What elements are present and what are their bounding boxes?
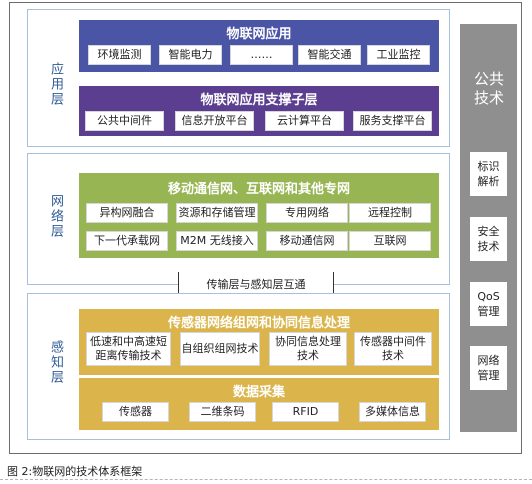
common-tech-column: 公共技术 标识解析 安全技术 QoS管理 网络管理	[460, 24, 517, 432]
sensor-net-item: 传感器中间件技术	[354, 332, 432, 366]
perception-layer-label: 感知层	[48, 340, 63, 385]
common-tech-item: 安全技术	[470, 217, 507, 261]
common-tech-item: 标识解析	[470, 152, 507, 196]
network-item: M2M 无线接入	[176, 231, 258, 251]
network-item: 资源和存储管理	[176, 203, 258, 223]
app-support-band-title: 物联网应用支撑子层	[200, 93, 318, 108]
app-item: 工业监控	[367, 45, 430, 65]
app-support-item: 信息开放平台	[175, 111, 254, 131]
sensor-net-band-title: 传感器网络组网和协同信息处理	[167, 316, 350, 331]
app-item: 智能电力	[159, 45, 222, 65]
sensor-net-item: 自组织组网技术	[180, 332, 260, 366]
app-item: 智能交通	[298, 45, 361, 65]
data-item: 传感器	[102, 402, 169, 422]
app-item: ……	[230, 45, 293, 65]
data-collection-band: 数据采集 传感器 二维条码 RFID 多媒体信息	[79, 378, 439, 430]
network-item: 远程控制	[349, 203, 431, 223]
network-item: 专用网络	[266, 203, 348, 223]
app-support-item: 云计算平台	[265, 111, 344, 131]
network-item: 移动通信网	[266, 231, 348, 251]
data-item: 二维条码	[189, 402, 256, 422]
sensor-net-item: 低速和中高速短距离传输技术	[86, 332, 171, 366]
common-tech-item: QoS管理	[470, 282, 507, 326]
common-tech-title: 公共技术	[474, 70, 505, 107]
sensor-net-band: 传感器网络组网和协同信息处理 低速和中高速短距离传输技术 自组织组网技术 协同信…	[79, 309, 439, 375]
app-support-band: 物联网应用支撑子层 公共中间件 信息开放平台 云计算平台 服务支撑平台	[79, 86, 439, 136]
network-item: 下一代承载网	[86, 231, 168, 251]
caption-underline	[0, 479, 532, 480]
app-band-title: 物联网应用	[226, 27, 292, 42]
network-item: 互联网	[349, 231, 431, 251]
interconnect-label: 传输层与感知层互通	[206, 278, 306, 291]
data-item: RFID	[272, 402, 339, 422]
network-item: 异构网融合	[86, 203, 168, 223]
figure-caption: 图 2:物联网的技术体系框架	[7, 465, 143, 478]
common-tech-item: 网络管理	[470, 346, 507, 390]
network-band-title: 移动通信网、互联网和其他专网	[167, 182, 350, 197]
app-item: 环境监测	[88, 45, 151, 65]
network-band: 移动通信网、互联网和其他专网 异构网融合 资源和存储管理 专用网络 远程控制 下…	[79, 173, 439, 258]
data-collection-band-title: 数据采集	[232, 385, 285, 400]
data-item: 多媒体信息	[359, 402, 426, 422]
app-support-item: 公共中间件	[85, 111, 164, 131]
app-support-item: 服务支撑平台	[353, 111, 432, 131]
network-layer-label: 网络层	[48, 194, 63, 239]
application-layer-label: 应用层	[48, 62, 63, 107]
sensor-net-item: 协同信息处理技术	[269, 332, 347, 366]
app-band: 物联网应用 环境监测 智能电力 …… 智能交通 工业监控	[79, 20, 439, 72]
